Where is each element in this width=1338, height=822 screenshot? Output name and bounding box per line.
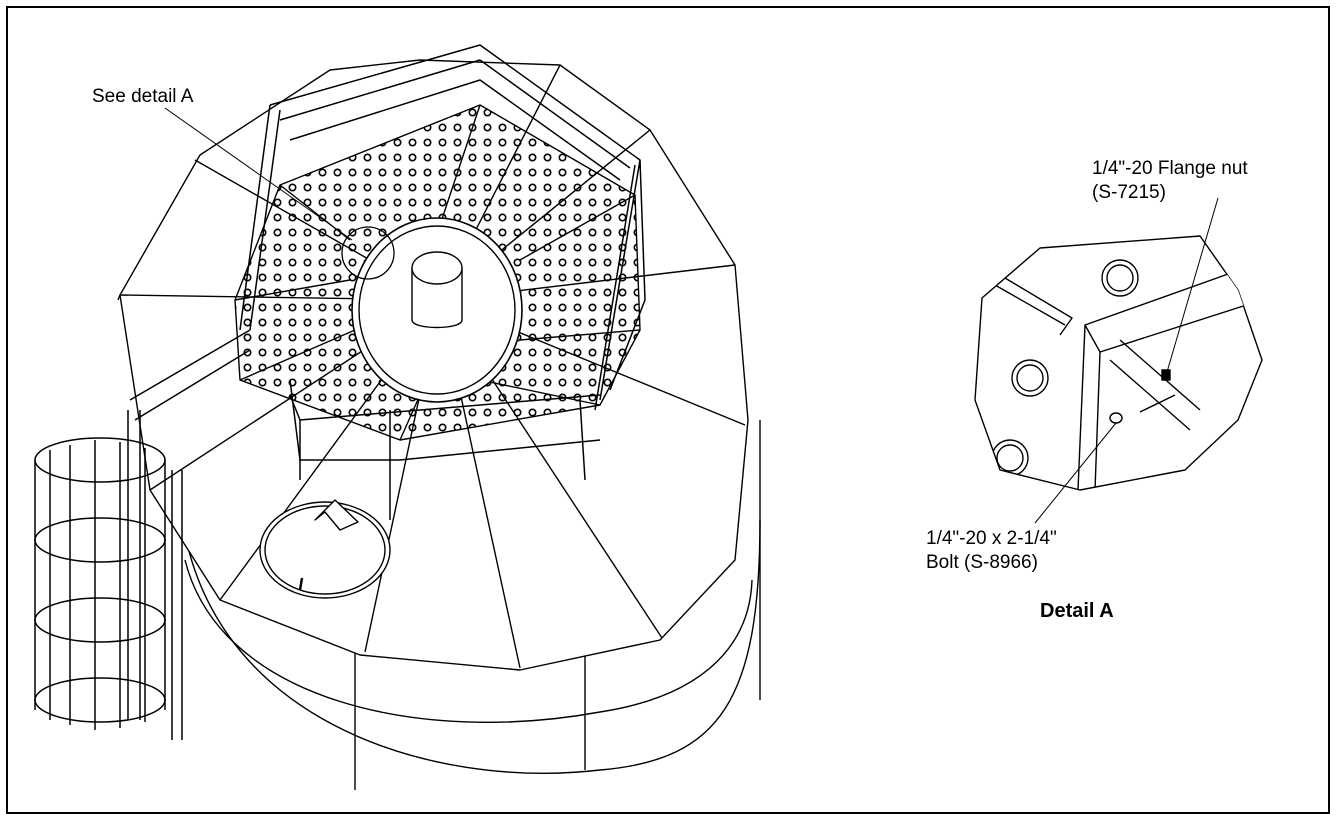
flange-nut-callout-line1: 1/4"-20 Flange nut (1092, 158, 1248, 179)
drawing-frame (6, 6, 1330, 814)
bolt-leader (1034, 422, 1117, 524)
see-detail-callout: See detail A (92, 86, 194, 107)
detail-a-view (974, 235, 1263, 491)
center-hub (351, 217, 523, 403)
see-detail-leader (164, 107, 353, 241)
flange-nut-callout-line2: (S-7215) (1092, 182, 1166, 203)
manway-hatch (259, 499, 391, 599)
flange-nut-leader (1166, 197, 1219, 373)
detail-a-marker (341, 226, 395, 280)
guard-rails (129, 44, 646, 520)
detail-a-title: Detail A (1040, 600, 1114, 622)
bolt-callout-line2: Bolt (S-8966) (926, 552, 1038, 573)
bolt-callout-line1: 1/4"-20 x 2-1/4" (926, 528, 1057, 549)
caged-ladder (34, 410, 183, 740)
